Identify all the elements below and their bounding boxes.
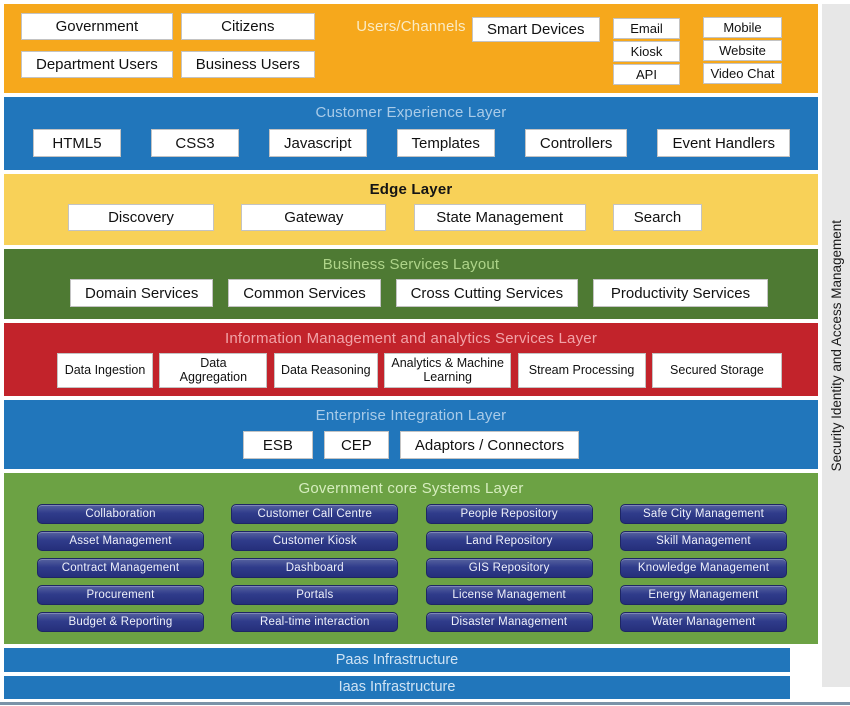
business-service-box: Domain Services — [70, 279, 214, 307]
technology-box: Javascript — [269, 129, 367, 157]
channel-box: API — [613, 64, 680, 85]
enterprise-integration-title: Enterprise Integration Layer — [315, 407, 507, 424]
layer-customer-experience: Customer Experience Layer HTML5 CSS3 Javas… — [4, 97, 818, 170]
channel-box: Video Chat — [703, 63, 782, 84]
channel-box: Kiosk — [613, 41, 680, 62]
layer-enterprise-integration: Enterprise Integration Layer ESB CEP Adapt… — [4, 400, 818, 469]
security-strip-label: Security Identity and Access Management — [828, 219, 844, 472]
system-pill: Portals — [231, 585, 399, 605]
system-pill: Contract Management — [37, 558, 204, 578]
system-pill: Dashboard — [231, 558, 399, 578]
edge-service-box: State Management — [413, 204, 586, 231]
channel-box: Website — [703, 40, 782, 61]
analytics-service-box: Data Ingestion — [57, 353, 153, 388]
bottom-divider — [0, 702, 850, 705]
business-services-boxes: Domain Services Common Services Cross Cutt… — [70, 279, 768, 307]
system-pill: Safe City Management — [619, 504, 787, 524]
system-pill: Energy Management — [619, 585, 787, 605]
integration-box: CEP — [323, 431, 389, 459]
analytics-service-box: Data Reasoning — [273, 353, 378, 388]
business-service-box: Productivity Services — [592, 279, 768, 307]
layer-edge: Edge Layer Discovery Gateway State Managem… — [4, 174, 818, 245]
technology-box: Templates — [396, 129, 495, 157]
system-pill: License Management — [425, 585, 593, 605]
analytics-service-box: Stream Processing — [517, 353, 646, 388]
layer-business-services: Business Services Layout Domain Services… — [4, 249, 818, 319]
system-pill: Procurement — [37, 585, 204, 605]
technology-box: Event Handlers — [657, 129, 790, 157]
system-pill: Asset Management — [37, 531, 204, 551]
system-pill: Customer Call Centre — [231, 504, 399, 524]
customer-experience-boxes: HTML5 CSS3 Javascript Templates Controllers E… — [33, 129, 790, 157]
technology-box: Controllers — [524, 129, 628, 157]
integration-box: ESB — [242, 431, 313, 459]
paas-infrastructure-bar: Paas Infrastructure — [4, 648, 790, 672]
customer-experience-title: Customer Experience Layer — [315, 104, 507, 121]
user-type-box: Citizens — [180, 13, 315, 40]
system-pill: Real-time interaction — [231, 612, 399, 632]
technology-box: HTML5 — [33, 129, 121, 157]
integration-box: Adaptors / Connectors — [399, 431, 580, 459]
layer-information-management: Information Management and analytics Ser… — [4, 323, 818, 396]
user-type-box: Business Users — [180, 51, 315, 78]
system-pill: Skill Management — [619, 531, 787, 551]
system-pill: Disaster Management — [425, 612, 593, 632]
technology-box: CSS3 — [151, 129, 239, 157]
iaas-infrastructure-bar: Iaas Infrastructure — [4, 676, 790, 699]
system-pill: Land Repository — [425, 531, 593, 551]
user-type-box: Department Users — [21, 51, 173, 78]
analytics-service-box: Analytics & Machine Learning — [384, 353, 512, 388]
system-pill: GIS Repository — [425, 558, 593, 578]
edge-service-box: Search — [612, 204, 702, 231]
layer-government-core-systems: Government core Systems Layer Collaborat… — [4, 473, 818, 644]
system-pill: Budget & Reporting — [37, 612, 204, 632]
smart-devices-box: Smart Devices — [472, 17, 600, 42]
system-pill: Customer Kiosk — [231, 531, 399, 551]
system-pill: Collaboration — [37, 504, 204, 524]
system-pill: Knowledge Management — [619, 558, 787, 578]
channel-box: Mobile — [703, 17, 782, 38]
business-services-title: Business Services Layout — [322, 256, 500, 273]
information-management-title: Information Management and analytics Ser… — [224, 330, 598, 347]
government-core-title: Government core Systems Layer — [298, 480, 524, 497]
analytics-service-box: Data Aggregation — [159, 353, 268, 388]
edge-service-box: Gateway — [241, 204, 387, 231]
analytics-service-box: Secured Storage — [651, 353, 782, 388]
system-pill: People Repository — [425, 504, 593, 524]
edge-layer-boxes: Discovery Gateway State Management Search — [68, 204, 702, 231]
edge-service-box: Discovery — [68, 204, 214, 231]
business-service-box: Common Services — [228, 279, 381, 307]
channel-box: Email — [613, 18, 680, 39]
user-type-box: Government — [21, 13, 173, 40]
business-service-box: Cross Cutting Services — [395, 279, 579, 307]
edge-layer-title: Edge Layer — [369, 181, 453, 198]
enterprise-integration-boxes: ESB CEP Adaptors / Connectors — [4, 431, 818, 459]
system-pill: Water Management — [619, 612, 787, 632]
security-identity-strip: Security Identity and Access Management — [822, 4, 850, 687]
